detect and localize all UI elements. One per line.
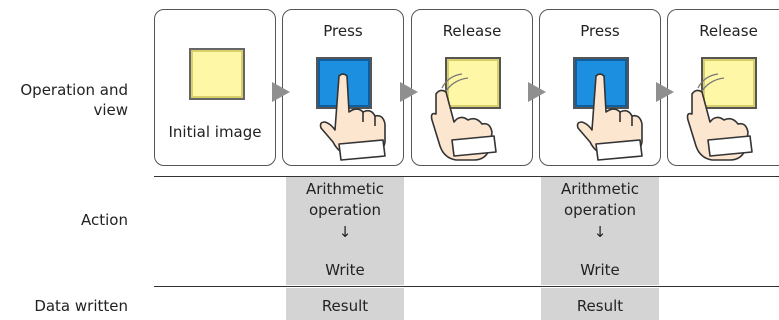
- arrow-right-icon-3: [528, 82, 546, 102]
- releasing-hand-icon: [686, 89, 753, 161]
- action-column-1: Arithmetic operation ↓ Write: [286, 177, 404, 285]
- panel-press-1-caption: Press: [323, 22, 363, 40]
- yellow-button-icon: [189, 48, 245, 100]
- action-1-line2: operation: [308, 201, 382, 219]
- arrow-right-icon-1: [272, 82, 290, 102]
- result-cell-1: Result: [286, 288, 404, 320]
- separator-top: [154, 176, 779, 177]
- arrow-right-icon-2: [400, 82, 418, 102]
- panel-release-2-caption: Release: [699, 22, 758, 40]
- row-label-action: Action: [81, 211, 128, 229]
- action-2-line3: Write: [580, 261, 620, 279]
- pressing-hand-icon: [576, 73, 643, 161]
- result-cell-2: Result: [541, 288, 659, 320]
- action-2-arrow: ↓: [593, 223, 607, 241]
- action-1-arrow: ↓: [338, 223, 352, 241]
- result-2-text: Result: [576, 297, 624, 315]
- panel-press-2: Press: [539, 9, 661, 166]
- action-1-line1: Arithmetic: [305, 180, 385, 198]
- arrow-right-icon-4: [656, 82, 674, 102]
- separator-middle: [154, 286, 779, 287]
- result-1-text: Result: [321, 297, 369, 315]
- row-label-operation-view: Operation and view: [0, 80, 128, 120]
- action-2-line1: Arithmetic: [560, 180, 640, 198]
- panel-press-1: Press: [282, 9, 404, 166]
- panel-press-2-caption: Press: [580, 22, 620, 40]
- row-label-data-written: Data written: [34, 297, 128, 315]
- pressing-hand-icon: [319, 73, 386, 161]
- yellow-button-icon: [701, 57, 757, 109]
- releasing-hand-icon: [430, 89, 497, 161]
- action-1-line3: Write: [325, 261, 365, 279]
- row-label-operation-view-text: Operation and view: [20, 81, 128, 119]
- panel-release-1: Release: [411, 9, 533, 166]
- action-2-line2: operation: [563, 201, 637, 219]
- panel-release-2: Release: [667, 9, 779, 166]
- panel-initial-caption: Initial image: [168, 123, 262, 141]
- action-column-2: Arithmetic operation ↓ Write: [541, 177, 659, 285]
- panel-release-1-caption: Release: [442, 22, 502, 40]
- panel-initial: Initial image: [154, 9, 276, 166]
- yellow-button-icon: [445, 57, 501, 109]
